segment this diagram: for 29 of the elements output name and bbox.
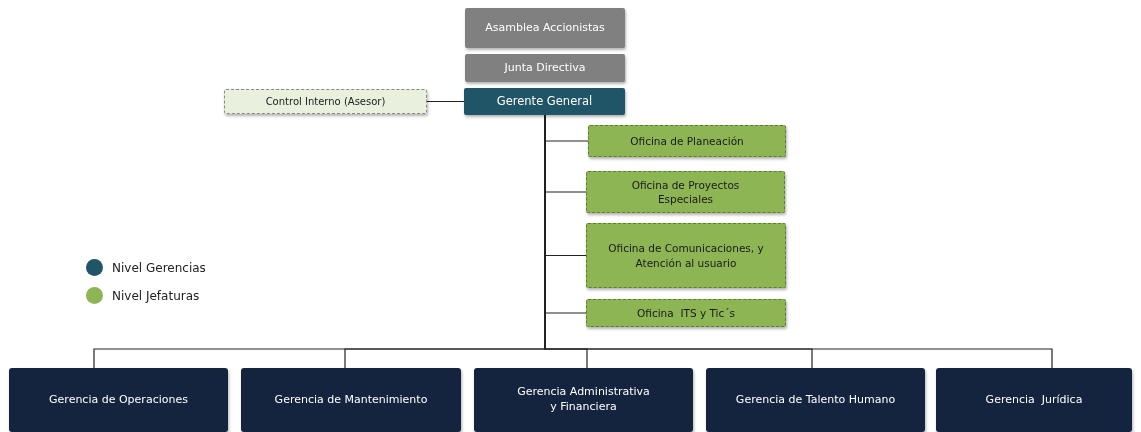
box-label: Gerencia Administrativa y Financiera bbox=[516, 385, 651, 415]
box-label: Control Interno (Asesor) bbox=[265, 94, 386, 109]
legend-label: Nivel Jefaturas bbox=[112, 288, 200, 303]
box-label: Gerencia de Mantenimiento bbox=[274, 392, 428, 408]
box-label: Asamblea Accionistas bbox=[485, 20, 605, 36]
department-box bbox=[936, 368, 1132, 432]
department-box bbox=[706, 368, 925, 432]
office-box bbox=[586, 171, 785, 213]
manager-box bbox=[464, 88, 625, 115]
box-label: Gerencia Jurídica bbox=[985, 392, 1083, 408]
box-label: Oficina de Proyectos Especiales bbox=[630, 177, 741, 207]
box-label: Oficina ITS y Tic´s bbox=[637, 305, 735, 321]
advisor-box bbox=[224, 89, 427, 114]
office-box bbox=[588, 125, 786, 157]
connector-line bbox=[426, 100, 465, 103]
legend-label: Nivel Gerencias bbox=[112, 260, 206, 275]
department-box bbox=[241, 368, 461, 432]
box-label: Oficina de Planeación bbox=[630, 133, 744, 149]
box-label: Gerente General bbox=[496, 93, 593, 110]
box-label: Oficina de Comunicaciones, y Atención al usuario bbox=[607, 241, 765, 270]
box-label: Gerencia de Operaciones bbox=[49, 392, 188, 408]
office-box bbox=[586, 223, 786, 288]
box-label: Junta Directiva bbox=[504, 60, 586, 76]
board-box bbox=[465, 8, 625, 48]
box-label: Gerencia de Talento Humano bbox=[735, 392, 896, 408]
office-box bbox=[586, 299, 786, 327]
department-box bbox=[474, 368, 693, 432]
department-box bbox=[9, 368, 228, 432]
board-box bbox=[465, 54, 625, 82]
